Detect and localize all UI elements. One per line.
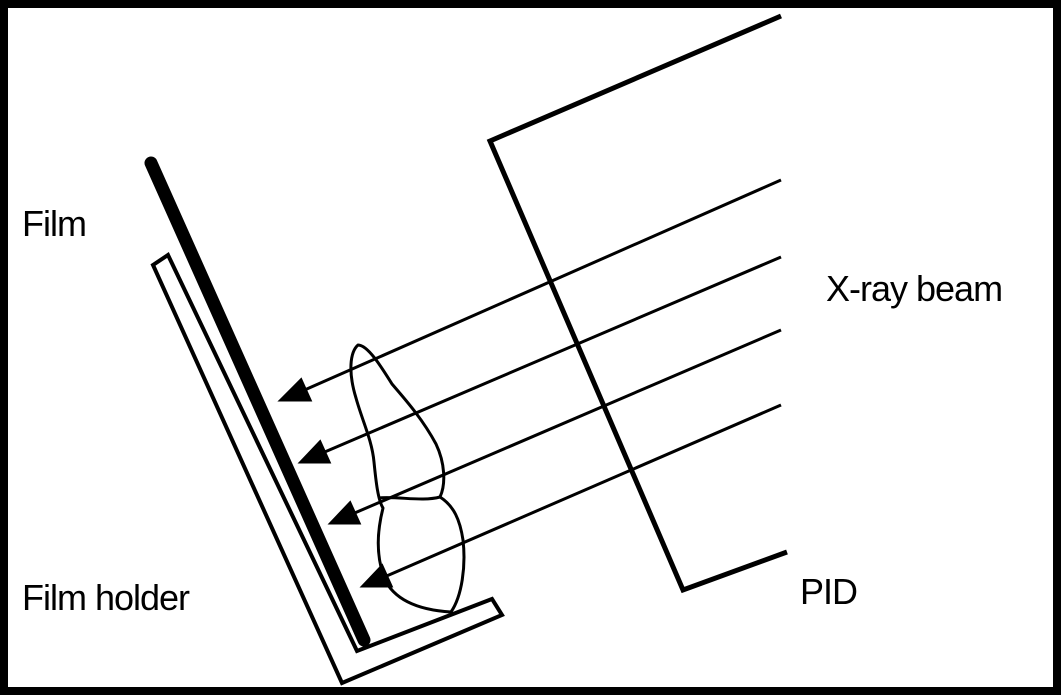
xray-beam-label: X-ray beam — [826, 268, 1003, 309]
beam-ray-4 — [359, 403, 782, 588]
beam-ray-3 — [327, 328, 782, 525]
beam-ray-1 — [277, 178, 782, 402]
pid-outline — [486, 13, 788, 594]
film — [144, 156, 371, 647]
xray-beam-lines — [277, 178, 782, 588]
film-holder — [150, 252, 505, 686]
tooth-outline — [349, 343, 466, 614]
beam-ray-2 — [297, 255, 782, 464]
film-holder-label: Film holder — [22, 577, 190, 618]
film-label: Film — [22, 203, 87, 244]
pid-label: PID — [800, 571, 858, 612]
